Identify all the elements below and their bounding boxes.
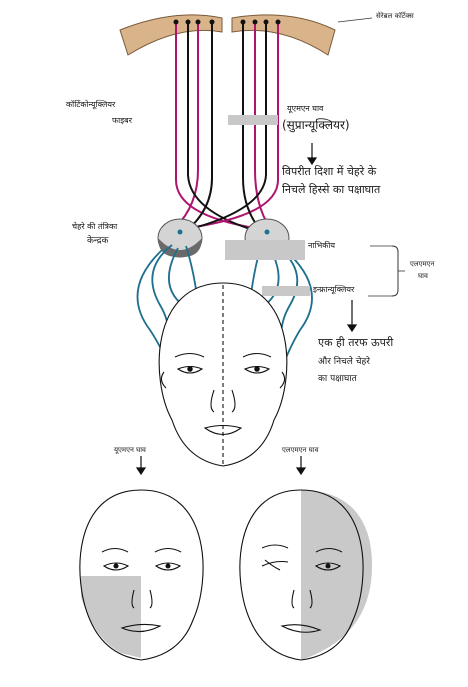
- label-contralateral-2: निचले हिस्से का पक्षाघात: [282, 183, 381, 196]
- face-lmn: [239, 489, 372, 661]
- label-lmn-1: एलएमएन: [410, 260, 435, 268]
- cortex-right: [231, 14, 336, 56]
- label-lmn-bottom: एलएमएन घाव: [282, 446, 319, 454]
- label-umn-lesion: यूएमएन घाव: [287, 104, 324, 113]
- fiber-black-right-1: [177, 22, 267, 233]
- label-facial-nucleus-1: चेहरे की तंत्रिका: [72, 222, 118, 231]
- label-umn-bottom: यूएमएन घाव: [114, 446, 146, 454]
- face-umn: [79, 489, 204, 661]
- label-lmn-2: घाव: [418, 272, 428, 280]
- face-main: [158, 282, 288, 467]
- gray-box-3: [262, 286, 310, 296]
- lmn-bracket: [391, 245, 399, 297]
- label-ipsilateral-2: और निचले चेहरे: [318, 357, 370, 367]
- gray-box-1: [228, 115, 278, 125]
- fiber-origins: [173, 19, 281, 25]
- label-corticonuclear-1: कॉर्टिकोन्यूक्लियर: [66, 100, 116, 109]
- cortex-left: [119, 14, 223, 56]
- label-ipsilateral-3: का पक्षाघात: [318, 374, 357, 384]
- label-infranuclear: इन्फ्रान्यूक्लियर: [313, 285, 355, 294]
- gray-box-2: [225, 240, 305, 260]
- label-cerebral-cortex: सेरेब्रल कॉर्टेक्स: [376, 12, 414, 20]
- label-nuclear: नाभिकीय: [308, 241, 336, 250]
- label-contralateral-1: विपरीत दिशा में चेहरे के: [282, 165, 377, 178]
- label-corticonuclear-2: फाइबर: [112, 116, 133, 125]
- arrows: [135, 143, 358, 476]
- label-facial-nucleus-2: केन्द्रक: [87, 236, 109, 246]
- corticonuclear-fibers: [174, 22, 279, 233]
- label-supranuclear: (सुप्रान्यूक्लियर): [282, 118, 350, 132]
- cortex-pointer: [337, 17, 373, 23]
- fiber-black-left-1: [187, 22, 261, 233]
- fiber-magenta-left-inner: [174, 22, 199, 229]
- label-ipsilateral-1: एक ही तरफ ऊपरी: [318, 336, 394, 349]
